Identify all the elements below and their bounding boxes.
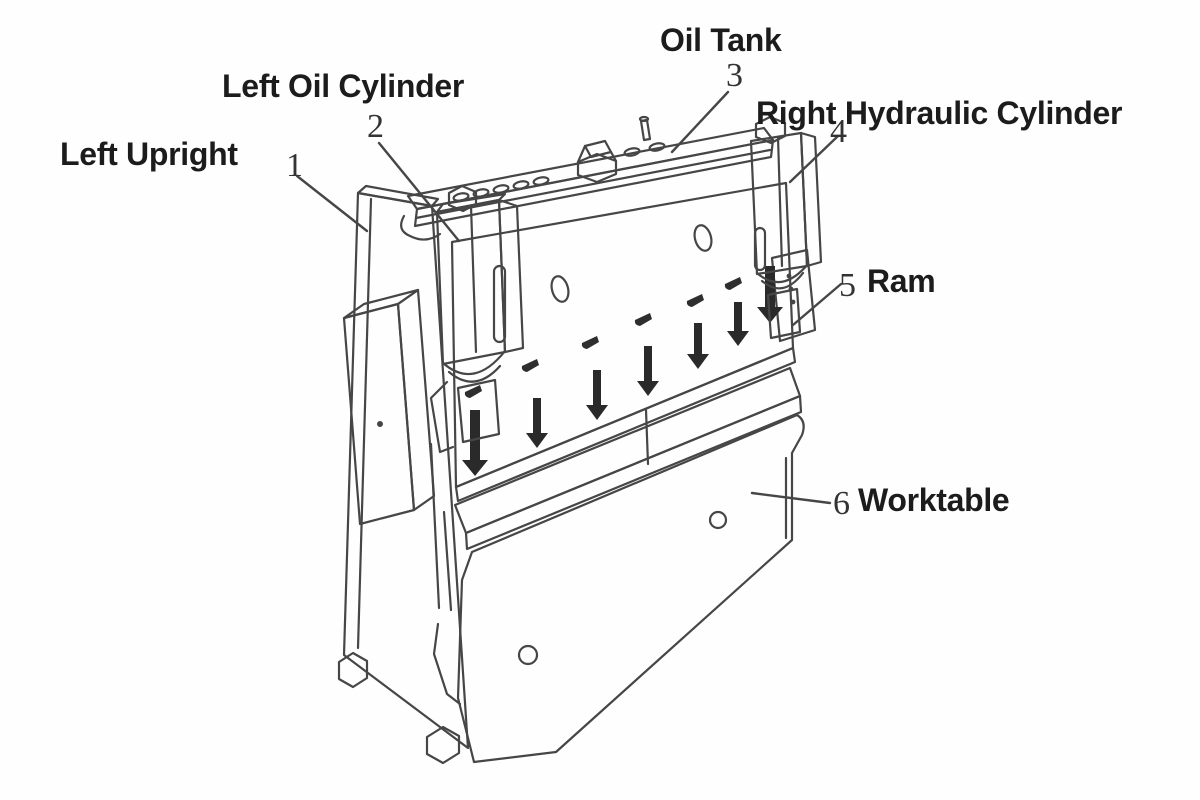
left-oil-cylinder-shape	[429, 184, 525, 454]
label-oil-tank: Oil Tank	[660, 22, 782, 58]
left-side-cabinet-shape	[342, 288, 436, 526]
callout-number-5: 5	[839, 267, 856, 304]
label-worktable: Worktable	[858, 482, 1010, 518]
label-left-upright: Left Upright	[60, 136, 238, 172]
callout-number-1: 1	[286, 147, 303, 184]
leader-6	[750, 491, 832, 505]
leader-4	[788, 134, 840, 184]
callout-number-6: 6	[833, 485, 850, 522]
worktable-shape	[453, 366, 805, 764]
label-ram: Ram	[867, 263, 936, 299]
oil-tank-beam-shape	[399, 115, 775, 241]
ram-motion-arrows	[462, 266, 783, 476]
ram-clamp-marks	[464, 277, 742, 398]
leader-3	[670, 90, 730, 154]
leader-1	[295, 174, 369, 233]
leader-5	[791, 282, 843, 327]
left-upright-shape	[337, 184, 470, 765]
callout-number-4: 4	[830, 113, 847, 150]
right-hydraulic-cylinder-shape	[749, 115, 823, 340]
label-right-hydraulic-cylinder: Right Hydraulic Cylinder	[756, 95, 1123, 131]
leader-2	[377, 141, 461, 243]
leader-lines	[295, 90, 843, 505]
label-left-oil-cylinder: Left Oil Cylinder	[222, 68, 465, 104]
callout-number-3: 3	[726, 57, 743, 94]
callout-number-2: 2	[367, 108, 384, 145]
